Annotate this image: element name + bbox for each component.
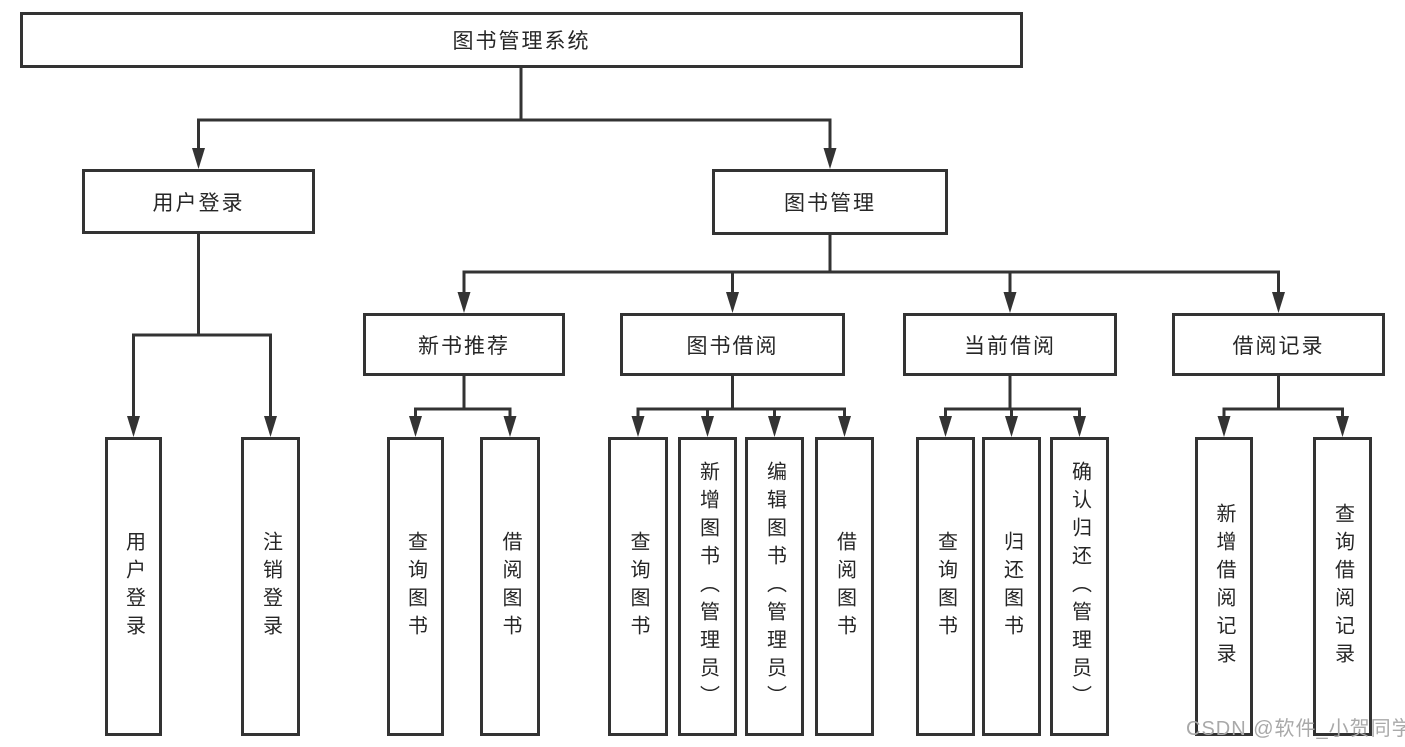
connector-root-to-level2 — [192, 68, 837, 169]
leaf-query-books-recommend-label: 查询图书 — [404, 530, 427, 643]
connector-book-management-to-level3 — [457, 235, 1285, 313]
leaf-logout: 注销登录 — [241, 437, 300, 736]
connector-borrow-records-to-leaves — [1217, 376, 1349, 437]
leaf-user-login-label: 用户登录 — [122, 530, 145, 643]
leaf-user-login: 用户登录 — [105, 437, 162, 736]
node-book-borrow: 图书借阅 — [620, 313, 845, 376]
leaf-edit-books-admin-label: 编辑图书（管理员） — [763, 460, 786, 713]
leaf-return-books-label: 归还图书 — [1000, 530, 1023, 643]
connector-new-book-recommend-to-leaves — [409, 376, 517, 437]
node-current-borrow-label: 当前借阅 — [964, 334, 1056, 358]
leaf-query-books-borrow: 查询图书 — [608, 437, 668, 736]
node-book-management-label: 图书管理 — [784, 192, 876, 215]
node-new-book-recommend-label: 新书推荐 — [418, 334, 510, 358]
leaf-add-borrow-record: 新增借阅记录 — [1195, 437, 1253, 736]
leaf-add-books-admin: 新增图书（管理员） — [678, 437, 737, 736]
node-current-borrow: 当前借阅 — [903, 313, 1117, 376]
leaf-confirm-return-admin: 确认归还（管理员） — [1050, 437, 1109, 736]
node-borrow-records-label: 借阅记录 — [1232, 334, 1325, 358]
node-user-login-label: 用户登录 — [152, 191, 245, 215]
leaf-edit-books-admin: 编辑图书（管理员） — [745, 437, 804, 736]
connector-book-borrow-to-leaves — [631, 376, 851, 437]
leaf-borrow-books-recommend-label: 借阅图书 — [499, 530, 521, 643]
leaf-query-borrow-record: 查询借阅记录 — [1313, 437, 1372, 736]
node-book-management: 图书管理 — [712, 169, 948, 235]
leaf-borrow-books-recommend: 借阅图书 — [480, 437, 540, 736]
leaf-query-books-current: 查询图书 — [916, 437, 975, 736]
node-book-borrow-label: 图书借阅 — [686, 334, 779, 358]
leaf-query-borrow-record-label: 查询借阅记录 — [1331, 502, 1354, 671]
leaf-query-books-current-label: 查询图书 — [934, 530, 957, 643]
leaf-borrow-books-label: 借阅图书 — [833, 530, 856, 643]
connector-user-login-to-leaves — [127, 234, 277, 437]
connector-current-borrow-to-leaves — [939, 376, 1086, 437]
leaf-logout-label: 注销登录 — [259, 530, 282, 643]
node-root-label: 图书管理系统 — [452, 30, 591, 53]
csdn-watermark: CSDN @软件_小贺同学 — [1186, 718, 1405, 740]
leaf-add-books-admin-label: 新增图书（管理员） — [696, 460, 719, 713]
node-borrow-records: 借阅记录 — [1172, 313, 1385, 376]
leaf-query-books-recommend: 查询图书 — [387, 437, 444, 736]
node-new-book-recommend: 新书推荐 — [363, 313, 565, 376]
leaf-query-books-borrow-label: 查询图书 — [627, 530, 649, 643]
leaf-add-borrow-record-label: 新增借阅记录 — [1213, 502, 1235, 671]
leaf-borrow-books: 借阅图书 — [815, 437, 874, 736]
leaf-confirm-return-admin-label: 确认归还（管理员） — [1068, 460, 1091, 713]
node-user-login: 用户登录 — [82, 169, 315, 234]
leaf-return-books: 归还图书 — [982, 437, 1041, 736]
node-root-library-system: 图书管理系统 — [20, 12, 1023, 68]
